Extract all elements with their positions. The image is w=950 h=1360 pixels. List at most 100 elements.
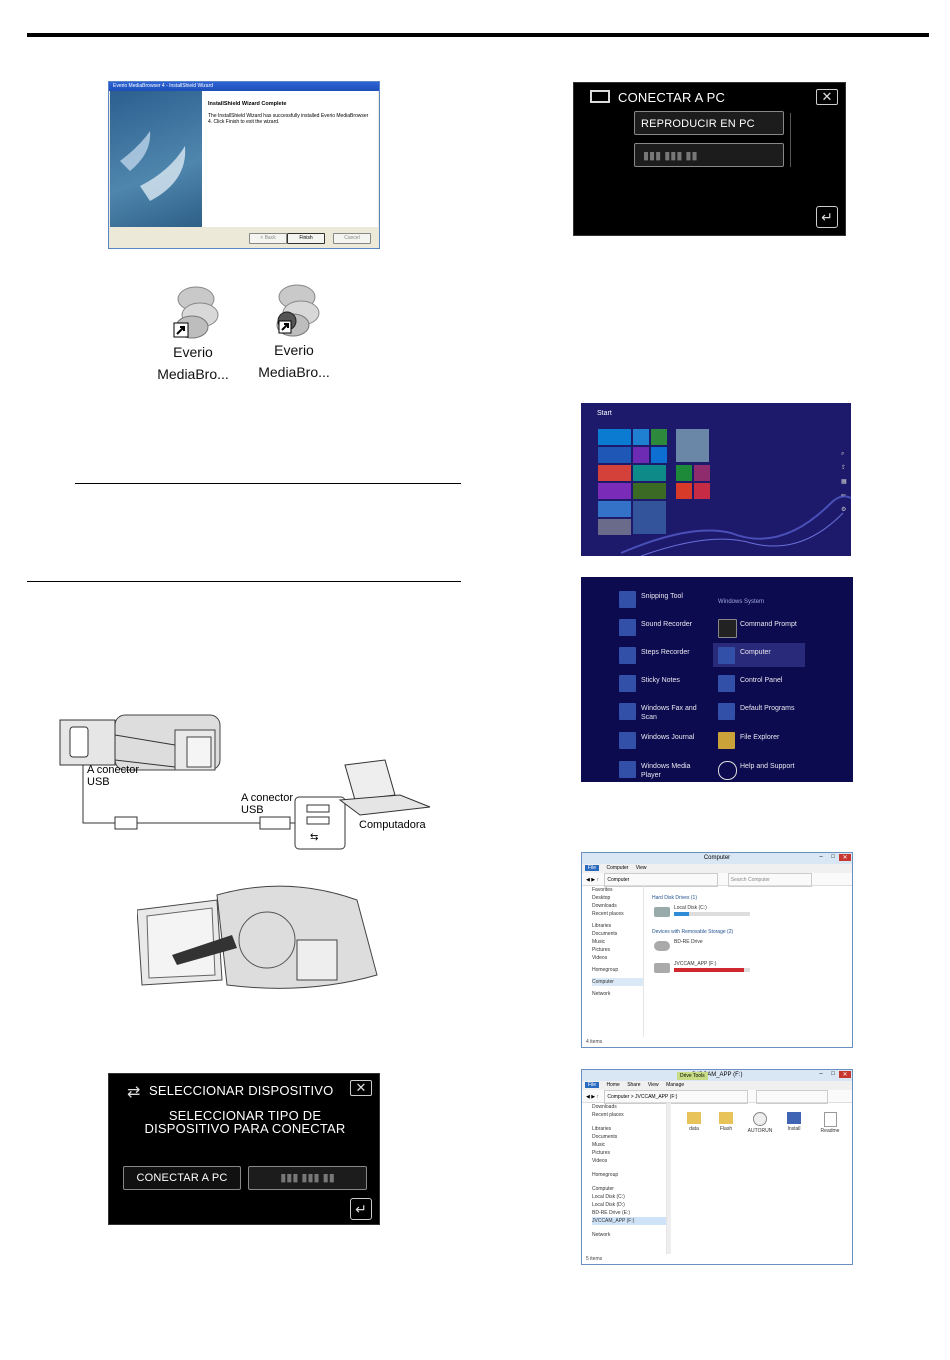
- wizard-title-bar: Everio MediaBrowser 4 - InstallShield Wi…: [109, 82, 379, 91]
- close-button[interactable]: ✕: [839, 854, 851, 861]
- tile-skydrive[interactable]: [651, 447, 667, 463]
- computer-label: Computadora: [359, 819, 426, 831]
- tab-view[interactable]: View: [647, 1082, 659, 1088]
- tile-camera[interactable]: [694, 465, 710, 481]
- search-input[interactable]: Search Computer: [727, 873, 812, 887]
- nav-item[interactable]: Favorites: [592, 887, 613, 893]
- back-icon[interactable]: ↵: [350, 1198, 372, 1220]
- charms-bar[interactable]: ⌕⇪▦⇐⚙: [841, 451, 847, 513]
- nav-item[interactable]: Recent places: [592, 1112, 624, 1118]
- nav-item[interactable]: Homegroup: [592, 967, 619, 973]
- close-button[interactable]: ✕: [839, 1071, 851, 1078]
- tab-manage[interactable]: Manage: [666, 1082, 685, 1088]
- search-input[interactable]: [755, 1090, 828, 1104]
- tile-people[interactable]: [598, 465, 631, 481]
- address-bar: ◀ ▶ ↑ Computer > JVCCAM_APP (F:): [582, 1090, 852, 1104]
- minimize-button[interactable]: –: [819, 1071, 823, 1077]
- nav-item-selected[interactable]: JVCCAM_APP (F:): [592, 1217, 666, 1225]
- close-icon[interactable]: ✕: [350, 1080, 372, 1096]
- drive-c-label[interactable]: Local Disk (C:): [674, 905, 707, 911]
- start-background-swirl: [620, 495, 851, 556]
- select-device-title: SELECCIONAR DISPOSITIVO: [149, 1083, 334, 1098]
- tile-mail[interactable]: [598, 429, 631, 445]
- tile-video[interactable]: [694, 483, 710, 499]
- tab-file[interactable]: File: [585, 865, 600, 871]
- window-title: Computer: [582, 853, 852, 864]
- tile-calendar[interactable]: [598, 447, 631, 463]
- drive-tools-tab[interactable]: Drive Tools: [677, 1072, 708, 1080]
- tile-ie[interactable]: [633, 429, 649, 445]
- wizard-content: InstallShield Wizard Complete The Instal…: [202, 91, 378, 227]
- other-device-button[interactable]: ▮▮▮ ▮▮▮ ▮▮: [248, 1166, 367, 1190]
- tile-finance[interactable]: [633, 483, 666, 499]
- nav-item[interactable]: Documents: [592, 1134, 618, 1140]
- nav-item[interactable]: Music: [592, 939, 606, 945]
- nav-item[interactable]: Libraries: [592, 923, 612, 929]
- connect-pc-title: CONECTAR A PC: [618, 90, 726, 105]
- nav-item[interactable]: Documents: [592, 931, 618, 937]
- tile-news[interactable]: [633, 501, 666, 534]
- tile-desktop[interactable]: [633, 465, 666, 481]
- nav-item[interactable]: Downloads: [592, 1104, 617, 1110]
- minimize-button[interactable]: –: [819, 854, 823, 860]
- tile-photo[interactable]: [676, 429, 709, 462]
- tile-games[interactable]: [676, 465, 692, 481]
- tab-home[interactable]: Home: [606, 1082, 620, 1088]
- tab-computer[interactable]: Computer: [606, 865, 629, 871]
- back-icon[interactable]: ↵: [816, 206, 838, 228]
- other-option-button[interactable]: ▮▮▮ ▮▮▮ ▮▮: [634, 143, 784, 167]
- tab-view[interactable]: View: [635, 865, 647, 871]
- nav-item[interactable]: Desktop: [592, 895, 611, 901]
- nav-item[interactable]: Music: [592, 1142, 606, 1148]
- nav-item[interactable]: Libraries: [592, 1126, 612, 1132]
- tab-file[interactable]: File: [585, 1082, 600, 1088]
- nav-scrollbar[interactable]: [667, 1103, 671, 1254]
- close-icon[interactable]: ✕: [816, 89, 838, 105]
- nav-item[interactable]: Pictures: [592, 947, 611, 953]
- nav-item[interactable]: Videos: [592, 1158, 608, 1164]
- shortcut-label-line2: MediaBro...: [157, 366, 229, 382]
- nav-item[interactable]: Network: [592, 1232, 611, 1238]
- address-input[interactable]: Computer > JVCCAM_APP (F:): [604, 1090, 749, 1104]
- tab-share[interactable]: Share: [627, 1082, 641, 1088]
- finish-button[interactable]: Finish: [287, 233, 325, 244]
- nav-item[interactable]: Pictures: [592, 1150, 611, 1156]
- maximize-button[interactable]: □: [831, 1071, 835, 1077]
- nav-item[interactable]: BD-RE Drive (E:): [592, 1210, 631, 1216]
- dvd-drive-label[interactable]: BD-RE Drive: [674, 939, 703, 945]
- file-install[interactable]: Install: [782, 1112, 806, 1132]
- page-top-rule: [27, 33, 929, 37]
- nav-item-selected[interactable]: Computer: [592, 978, 643, 986]
- back-button[interactable]: < Back: [249, 233, 287, 244]
- tile-weather[interactable]: [598, 501, 631, 517]
- nav-item[interactable]: Downloads: [592, 903, 617, 909]
- jvccam-drive-label[interactable]: JVCCAM_APP (F:): [674, 961, 717, 967]
- nav-item[interactable]: Local Disk (D:): [592, 1202, 625, 1208]
- file-flash[interactable]: Flash: [714, 1112, 738, 1132]
- desktop-shortcut-mediabrowser[interactable]: Everio MediaBro...: [148, 283, 238, 385]
- nav-item[interactable]: Recent places: [592, 911, 624, 917]
- tile-store[interactable]: [651, 429, 667, 445]
- windows-system-heading: Windows System: [718, 599, 765, 605]
- file-data[interactable]: data: [682, 1112, 706, 1132]
- scrollbar[interactable]: [790, 113, 791, 167]
- cancel-button[interactable]: Cancel: [333, 233, 371, 244]
- nav-item[interactable]: Network: [592, 991, 611, 997]
- play-on-pc-button[interactable]: REPRODUCIR EN PC: [634, 111, 784, 135]
- address-input[interactable]: Computer: [604, 873, 719, 887]
- file-readme[interactable]: Readme: [816, 1112, 844, 1134]
- nav-item[interactable]: Local Disk (C:): [592, 1194, 625, 1200]
- nav-item[interactable]: Homegroup: [592, 1172, 619, 1178]
- disk-icon: [654, 907, 670, 917]
- mediabrowser-icon-alt: [263, 281, 325, 339]
- connect-pc-button[interactable]: CONECTAR A PC: [123, 1166, 241, 1190]
- tile-music[interactable]: [676, 483, 692, 499]
- tile-messaging[interactable]: [598, 483, 631, 499]
- nav-item[interactable]: Videos: [592, 955, 608, 961]
- nav-item[interactable]: Computer: [592, 1186, 614, 1192]
- file-autorun[interactable]: AUTORUN: [746, 1112, 774, 1134]
- maximize-button[interactable]: □: [831, 854, 835, 860]
- tile-maps[interactable]: [633, 447, 649, 463]
- tile-sports[interactable]: [598, 519, 631, 535]
- desktop-shortcut-mediabrowser-alt[interactable]: Everio MediaBro...: [249, 281, 339, 383]
